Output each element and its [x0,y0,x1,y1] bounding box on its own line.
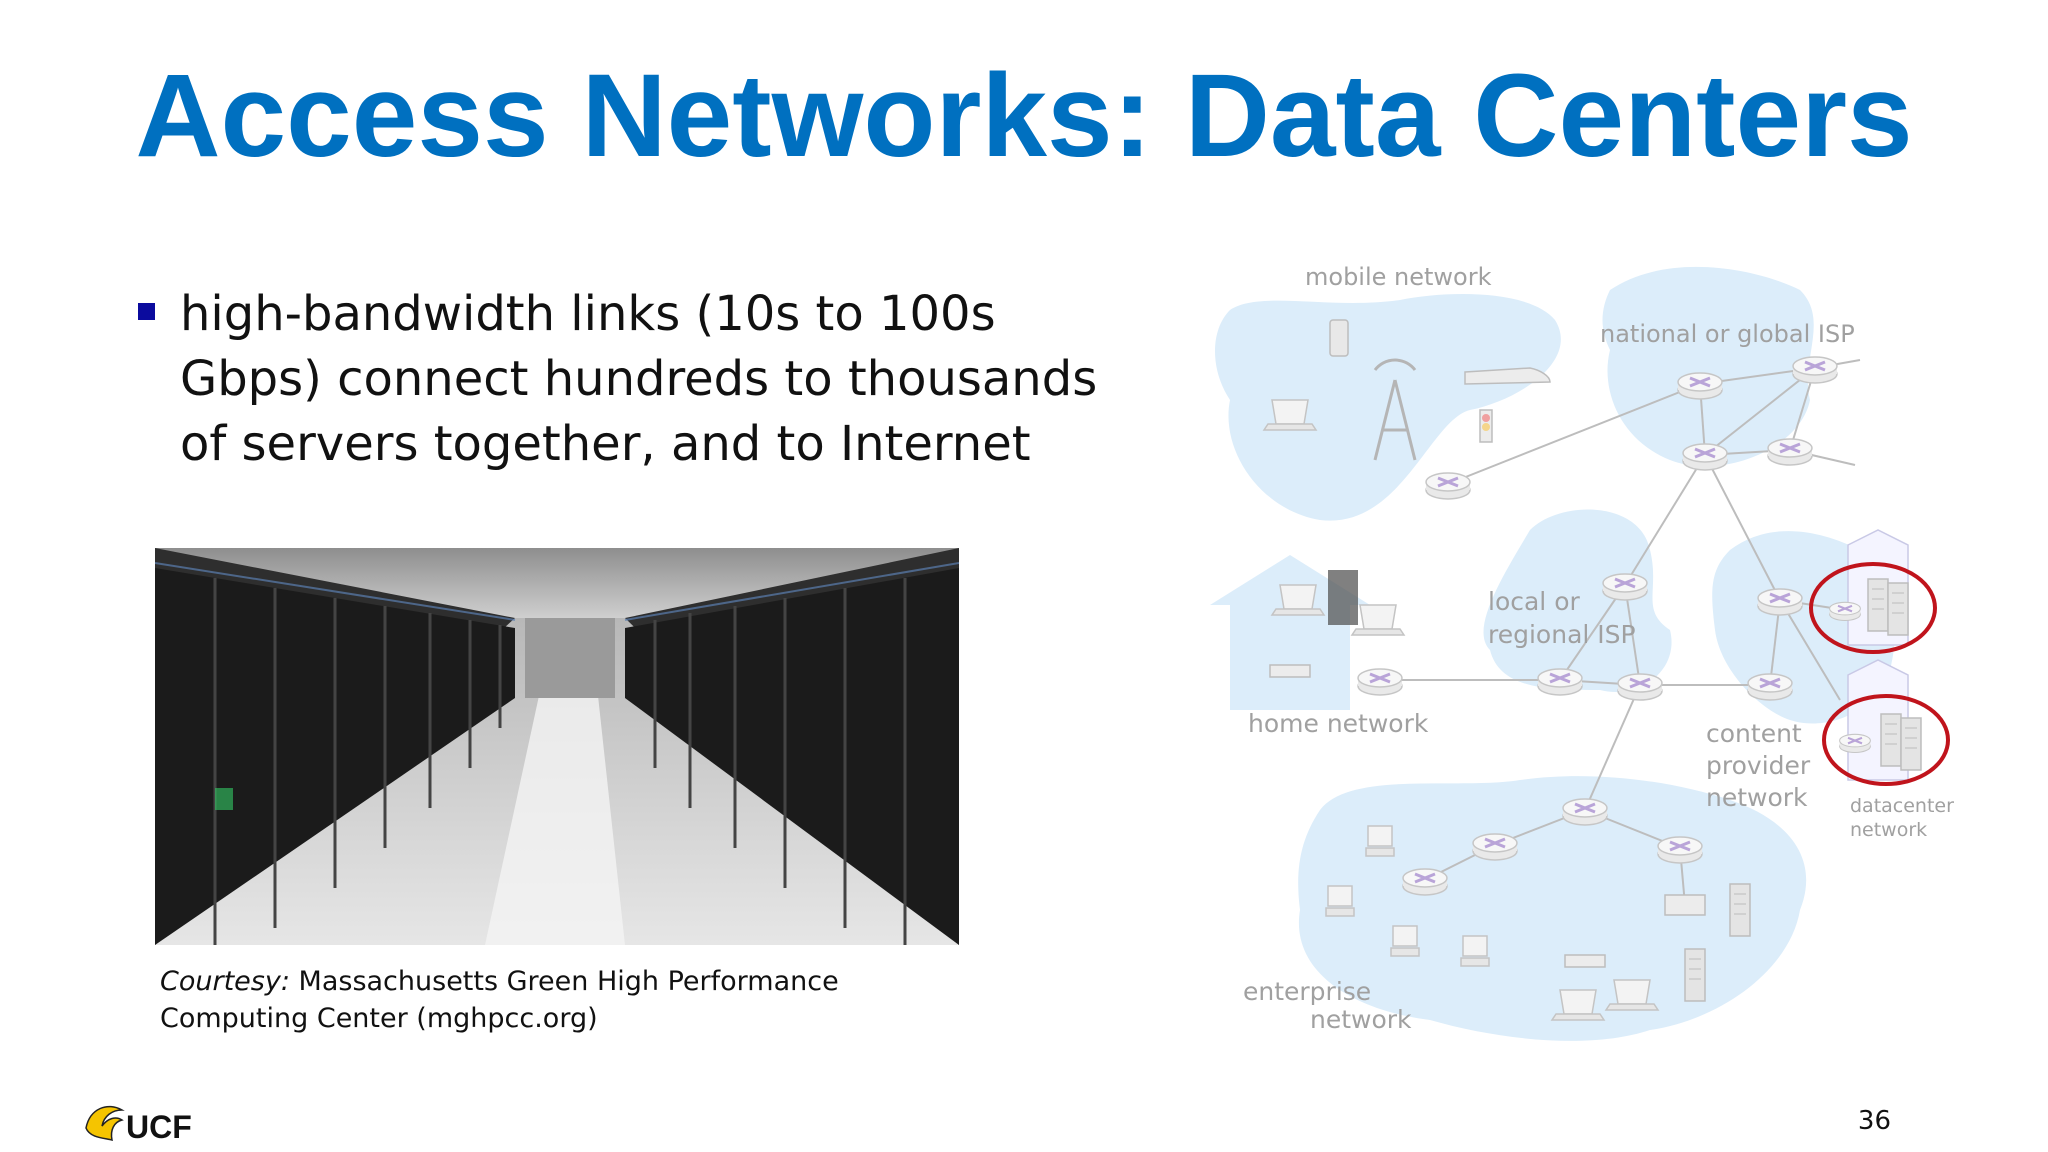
label-content-1: content [1706,719,1802,748]
caption-prefix: Courtesy: [160,966,290,997]
label-home-network: home network [1248,709,1429,738]
label-enterprise-2: network [1310,1005,1412,1034]
caption-text: Massachusetts Green High Performance Com… [160,966,839,1034]
internet-diagram: mobile network national or global ISP lo… [1200,250,1990,1080]
ucf-logo: UCF [82,1098,232,1146]
datacenter-highlight-1 [1809,562,1937,654]
bullet-text: high-bandwidth links (10s to 100s Gbps) … [180,286,1098,472]
label-isp: national or global ISP [1600,320,1855,348]
label-content-3: network [1706,783,1808,812]
datacenter-highlight-2 [1822,694,1950,786]
datacenter-photo [155,548,959,945]
logo-text: UCF [126,1109,192,1145]
label-datacenter-2: network [1850,819,1927,841]
page-number: 36 [1857,1106,1891,1136]
label-enterprise-1: enterprise [1243,977,1371,1006]
label-local-1: local or [1488,587,1580,616]
bullet-marker [138,303,155,320]
label-mobile-network: mobile network [1305,263,1492,291]
label-local-2: regional ISP [1488,620,1636,649]
photo-caption: Courtesy: Massachusetts Green High Perfo… [160,963,960,1037]
slide-title: Access Networks: Data Centers [135,50,1913,182]
label-datacenter-1: datacenter [1850,795,1954,817]
label-content-2: provider [1706,751,1811,780]
